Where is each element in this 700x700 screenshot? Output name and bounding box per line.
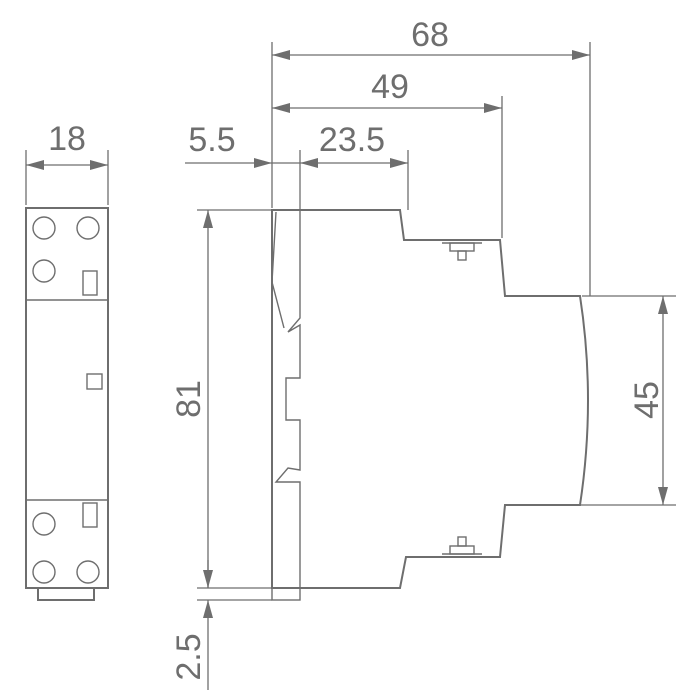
- dimension-label-rail-offset: 5.5: [188, 121, 235, 159]
- side-view-outline: [271, 209, 589, 589]
- terminal-screw-6: [76, 560, 100, 584]
- terminal-screw-4: [32, 512, 56, 536]
- dimension-overall-depth: 68: [271, 16, 591, 296]
- dimension-depth-to-step: 49: [272, 68, 503, 238]
- clip-tip: [271, 211, 285, 329]
- dimension-label-front-height: 45: [628, 381, 666, 419]
- dimension-front-height: 45: [578, 295, 676, 506]
- din-rail-clip: [274, 210, 301, 588]
- fastener-top: [442, 242, 482, 261]
- side-view: [271, 209, 589, 601]
- terminal-screw-2: [76, 216, 100, 240]
- front-view-body: [25, 207, 109, 589]
- front-view: [25, 207, 109, 601]
- dimension-label-front-width: 18: [48, 120, 86, 158]
- dimension-height: 81: [170, 209, 272, 589]
- front-view-foot: [37, 587, 95, 601]
- dimension-label-height: 81: [170, 380, 208, 418]
- terminal-screw-3: [32, 259, 56, 283]
- clip-foot: [271, 587, 301, 601]
- status-window-bottom: [82, 502, 98, 528]
- indicator-window: [86, 373, 103, 390]
- dimension-label-overall-depth: 68: [411, 16, 449, 54]
- status-window-top: [82, 270, 98, 296]
- dimension-label-rail-clearance: 2.5: [170, 633, 208, 680]
- terminal-screw-5: [32, 560, 56, 584]
- terminal-screw-1: [32, 216, 56, 240]
- dimension-label-upper-step: 23.5: [319, 121, 385, 159]
- dimension-front-width: 18: [25, 120, 109, 205]
- fastener-bottom: [442, 536, 482, 555]
- dimension-upper-offsets: 5.5 23.5: [185, 121, 409, 210]
- dimension-rail-clearance: 2.5: [170, 560, 272, 690]
- dimension-label-depth-to-step: 49: [371, 68, 409, 106]
